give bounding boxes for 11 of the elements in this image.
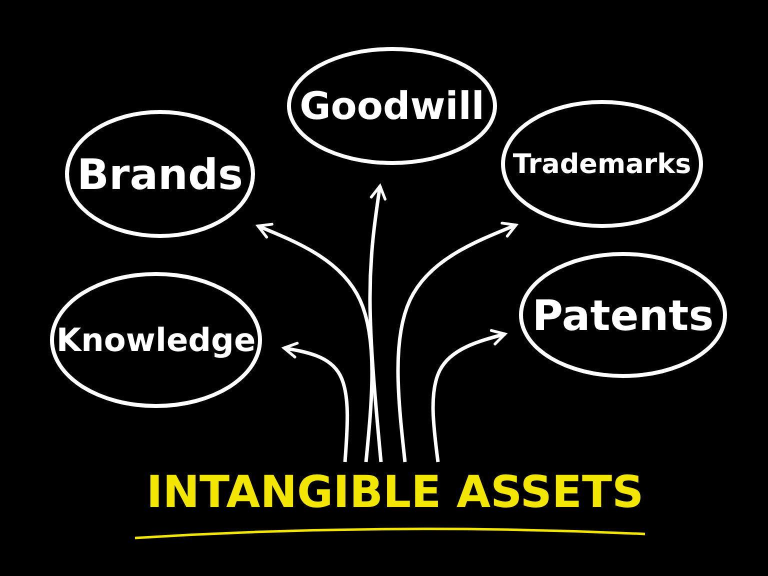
curved-arrow [368,184,387,462]
curved-arrow [396,222,518,462]
node-label: Patents [532,290,714,340]
node-label: Brands [76,150,244,198]
node-label: Knowledge [56,321,256,359]
node-label: Trademarks [512,148,692,180]
title-text: INTANGIBLE ASSETS [146,466,644,518]
curved-arrow [431,329,506,462]
curved-arrow [256,222,374,462]
curved-arrow [282,342,350,462]
node-label: Goodwill [300,84,484,128]
